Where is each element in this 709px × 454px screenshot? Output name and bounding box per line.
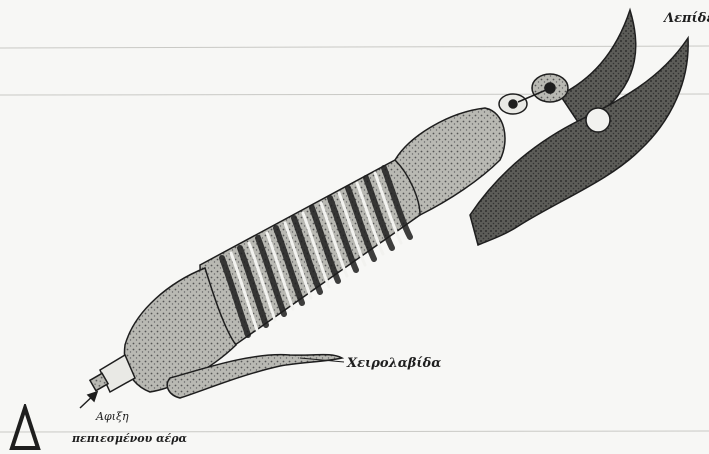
blade-pivot-hole: [586, 108, 610, 132]
blades-label: Λεπίδες: [664, 11, 709, 26]
ribbed-handle-body: [200, 160, 420, 345]
air-inlet-arrow: [80, 392, 97, 408]
handle-label: Χειρολαβίδα: [347, 356, 441, 371]
air-inlet-label-line1: Αφιξη: [96, 410, 129, 423]
corner-triangle-mark: [8, 404, 42, 452]
blade-linkage: [499, 74, 568, 114]
air-inlet-label-line2: πεπιεσμένου αέρα: [72, 432, 187, 445]
